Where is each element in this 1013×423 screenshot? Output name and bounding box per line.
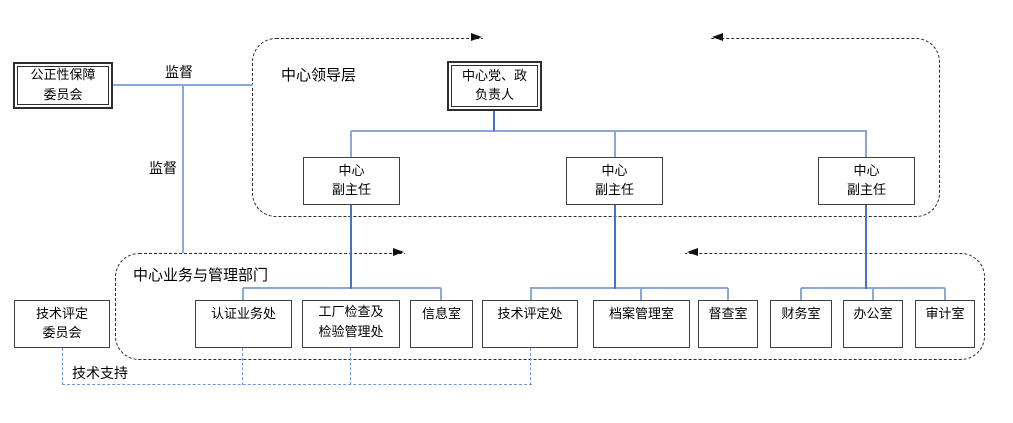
connector-supervise-vertical xyxy=(182,85,184,253)
business-arrow-left-icon xyxy=(687,248,698,256)
techsupport-riser-techeval xyxy=(530,348,531,385)
connector-drop-deputy-3 xyxy=(865,131,867,157)
connector-drop-deputy-1 xyxy=(350,131,352,157)
connector-group3-bus xyxy=(801,287,945,289)
leadership-frame-top-gap xyxy=(483,34,711,42)
tech-support-label: 技术支持 xyxy=(72,366,128,382)
fairness-committee-box: 公正性保障 委员会 xyxy=(13,62,113,109)
business-frame-top-gap xyxy=(405,249,685,257)
dept-information-box: 信息室 xyxy=(410,300,473,348)
fairness-committee-label: 公正性保障 委员会 xyxy=(17,66,109,105)
dept-certification-box: 认证业务处 xyxy=(195,300,292,348)
connector-deputy2-down xyxy=(614,205,617,289)
connector-deputies-bus xyxy=(351,130,867,132)
connector-leader-down xyxy=(493,110,496,131)
dept-archives-box: 档案管理室 xyxy=(593,300,690,348)
connector-drop-deputy-2 xyxy=(614,131,616,157)
connector-group2-drop-2 xyxy=(640,288,642,300)
connector-supervise-horizontal xyxy=(112,84,253,86)
deputy-director-box-1: 中心 副主任 xyxy=(303,157,400,205)
party-leader-label: 中心党、政 负责人 xyxy=(451,65,538,107)
deputy-director-box-3: 中心 副主任 xyxy=(818,157,915,205)
dept-finance-box: 财务室 xyxy=(770,300,832,348)
connector-group2-drop-1 xyxy=(530,288,532,300)
connector-group2-drop-3 xyxy=(727,288,729,300)
connector-group3-drop-1 xyxy=(800,288,802,300)
techsupport-riser-committee xyxy=(62,348,63,385)
techsupport-riser-factory xyxy=(350,348,351,385)
dept-audit-box: 审计室 xyxy=(915,300,975,348)
supervise-label-left: 监督 xyxy=(149,161,177,177)
leadership-arrow-right-icon xyxy=(471,33,482,41)
party-leader-box: 中心党、政 负责人 xyxy=(447,61,542,111)
connector-group3-drop-3 xyxy=(944,288,946,300)
connector-deputy1-down xyxy=(350,205,353,289)
deputy-director-box-2: 中心 副主任 xyxy=(566,157,663,205)
connector-group2-bus xyxy=(530,287,728,289)
connector-group1-drop-3 xyxy=(440,288,442,300)
connector-group3-drop-2 xyxy=(872,288,874,300)
business-group-label: 中心业务与管理部门 xyxy=(133,266,269,284)
dept-technical-evaluation-box: 技术评定处 xyxy=(482,300,578,348)
leadership-arrow-left-icon xyxy=(712,33,723,41)
business-arrow-right-icon xyxy=(393,248,404,256)
dept-admin-office-box: 办公室 xyxy=(843,300,903,348)
techsupport-bus xyxy=(62,384,532,385)
techsupport-riser-certification xyxy=(242,348,243,385)
tech-committee-box: 技术评定 委员会 xyxy=(14,300,110,348)
supervise-label-top: 监督 xyxy=(165,65,193,81)
dept-factory-inspection-box: 工厂检查及 检验管理处 xyxy=(302,300,400,348)
connector-deputy3-down xyxy=(865,205,868,289)
dept-supervision-office-box: 督查室 xyxy=(698,300,758,348)
leadership-group-label: 中心领导层 xyxy=(281,66,357,84)
connector-group1-drop-1 xyxy=(242,288,244,300)
connector-group1-bus xyxy=(243,287,441,289)
